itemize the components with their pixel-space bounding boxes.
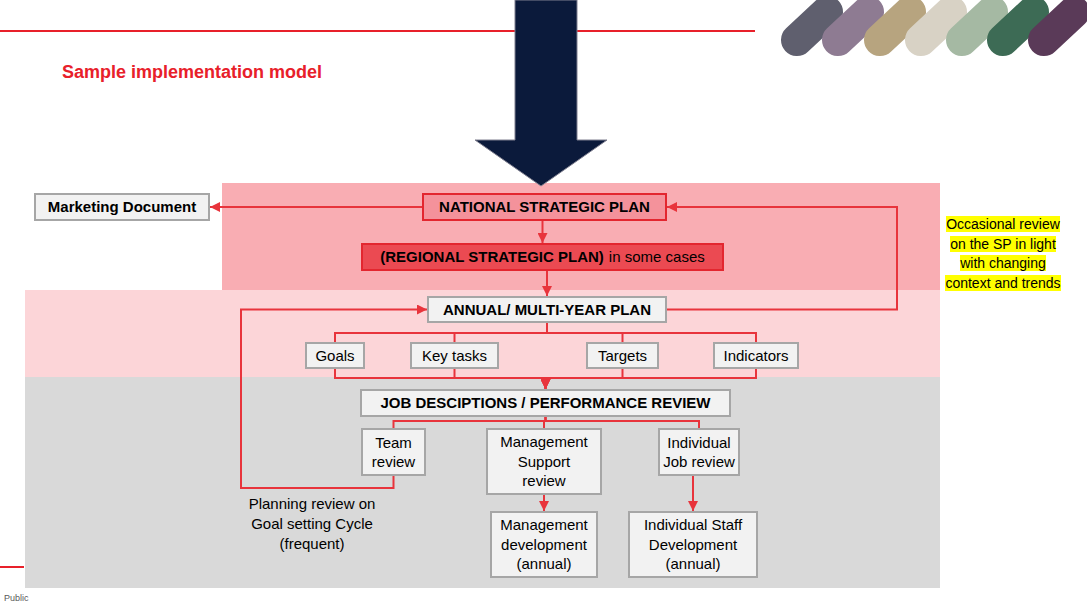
decor-pill bbox=[1003, 12, 1033, 40]
connector bbox=[543, 495, 545, 511]
connector bbox=[455, 369, 546, 389]
box-text: Individual Job review bbox=[663, 433, 735, 472]
decor-pill bbox=[962, 12, 992, 40]
box-text: Management Support review bbox=[498, 432, 590, 491]
connector bbox=[692, 476, 694, 511]
connector bbox=[210, 206, 422, 208]
decor-pills bbox=[797, 12, 1074, 40]
header-rule bbox=[0, 30, 755, 32]
connector bbox=[455, 323, 548, 342]
connector bbox=[546, 271, 548, 296]
box-text: Indicators bbox=[723, 346, 788, 366]
note-box: Public bbox=[4, 593, 64, 603]
connector bbox=[394, 417, 546, 428]
box-text: Individual Staff Development (annual) bbox=[636, 515, 750, 574]
slide-title: Sample implementation model bbox=[62, 62, 322, 83]
connector bbox=[241, 310, 427, 489]
process-box: Indicators bbox=[713, 342, 799, 369]
note-box: Planning review on Goal setting Cycle (f… bbox=[247, 494, 377, 554]
box-text: Key tasks bbox=[422, 346, 487, 366]
box-text: in some cases bbox=[609, 247, 705, 267]
process-box: Marketing Document bbox=[34, 193, 210, 221]
strategic-band bbox=[222, 183, 940, 290]
process-box: Team review bbox=[361, 428, 426, 476]
review-band bbox=[25, 377, 940, 588]
connector bbox=[667, 207, 897, 310]
process-box: Management development (annual) bbox=[490, 511, 598, 578]
process-box: Key tasks bbox=[410, 342, 499, 369]
footer-rule bbox=[0, 566, 24, 568]
box-text: NATIONAL STRATEGIC PLAN bbox=[439, 197, 650, 217]
box-text: (REGIONAL STRATEGIC PLAN) bbox=[380, 247, 604, 267]
decor-pill bbox=[797, 12, 827, 40]
process-box: JOB DESCIPTIONS / PERFORMANCE REVIEW bbox=[360, 389, 731, 417]
process-box: Goals bbox=[305, 342, 365, 369]
note-box: Occasional review on the SP in light wit… bbox=[940, 215, 1066, 293]
connector bbox=[335, 369, 546, 389]
connector bbox=[547, 323, 623, 342]
process-box: Individual Job review bbox=[658, 428, 740, 476]
highlight-note: Occasional review on the SP in light wit… bbox=[945, 216, 1060, 291]
decor-pill bbox=[838, 12, 868, 40]
process-box: Management Support review bbox=[486, 428, 602, 495]
connector bbox=[542, 221, 544, 243]
note-text: Public bbox=[4, 593, 29, 603]
connector bbox=[546, 369, 623, 389]
process-box: ANNUAL/ MULTI-YEAR PLAN bbox=[427, 296, 667, 323]
box-text: Management development (annual) bbox=[498, 515, 590, 574]
connector bbox=[544, 417, 546, 428]
down-arrow bbox=[475, 0, 607, 186]
decor-pill bbox=[921, 12, 951, 40]
connector bbox=[335, 323, 547, 342]
process-box: Individual Staff Development (annual) bbox=[628, 511, 758, 578]
box-text: JOB DESCIPTIONS / PERFORMANCE REVIEW bbox=[380, 393, 710, 413]
box-text: Targets bbox=[598, 346, 647, 366]
decor-pill bbox=[880, 12, 910, 40]
connector bbox=[547, 323, 756, 342]
decor-pill bbox=[1044, 12, 1074, 40]
connector bbox=[546, 369, 757, 389]
box-text: Goals bbox=[315, 346, 354, 366]
box-text: Marketing Document bbox=[48, 197, 196, 217]
box-text: ANNUAL/ MULTI-YEAR PLAN bbox=[443, 300, 651, 320]
process-box: Targets bbox=[586, 342, 659, 369]
connector bbox=[546, 417, 700, 428]
planning-band bbox=[25, 290, 940, 377]
box-text: Team review bbox=[367, 433, 420, 472]
process-box: NATIONAL STRATEGIC PLAN bbox=[422, 193, 667, 221]
note-text: Planning review on Goal setting Cycle (f… bbox=[249, 495, 376, 552]
process-box: (REGIONAL STRATEGIC PLAN)in some cases bbox=[361, 243, 724, 271]
